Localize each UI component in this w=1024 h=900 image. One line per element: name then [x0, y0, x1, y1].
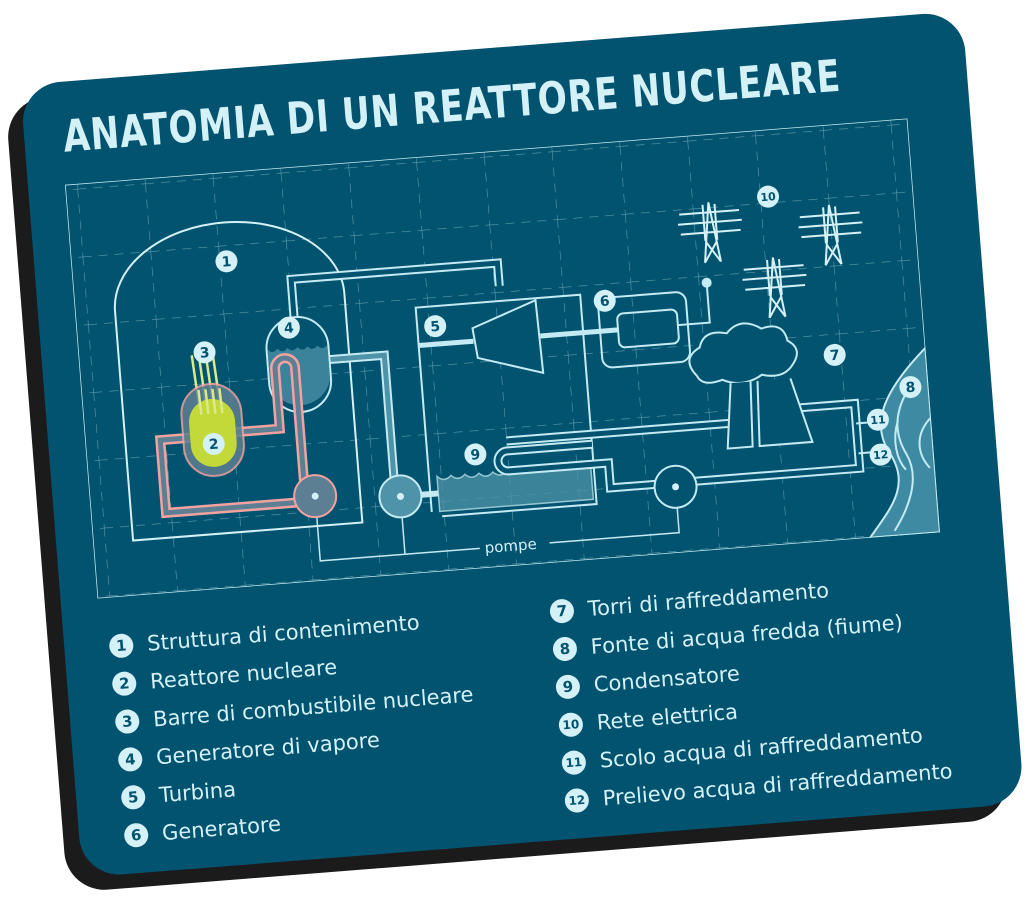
infographic-card-wrapper: ANATOMIA DI UN REATTORE NUCLEARE	[5, 10, 1024, 893]
marker-5: 5	[424, 315, 447, 338]
svg-text:2: 2	[208, 437, 219, 454]
svg-text:9: 9	[470, 447, 481, 464]
legend-label: Turbina	[158, 777, 237, 808]
legend-number: 4	[117, 746, 144, 773]
legend-label: Generatore	[161, 811, 282, 846]
pumps-label: pompe	[484, 535, 537, 557]
generator	[597, 277, 712, 369]
marker-10: 10	[757, 185, 780, 208]
legend-number: 5	[120, 784, 147, 811]
svg-text:5: 5	[430, 319, 441, 336]
marker-6: 6	[593, 289, 616, 312]
turbine	[418, 298, 619, 375]
legend-number: 10	[557, 711, 584, 738]
legend-number: 9	[555, 673, 581, 700]
marker-1: 1	[215, 250, 238, 273]
svg-text:6: 6	[599, 293, 610, 310]
legend-number: 7	[549, 598, 575, 625]
nuclear-reactor	[180, 382, 245, 477]
legend-number: 12	[563, 787, 590, 814]
svg-text:11: 11	[870, 413, 886, 427]
legend-number: 6	[123, 822, 150, 849]
primary-pump	[293, 474, 338, 519]
steam-line	[286, 258, 504, 318]
cooling-pump	[653, 464, 698, 509]
svg-text:1: 1	[221, 254, 232, 271]
legend-number: 1	[108, 632, 135, 659]
cooling-water-loop	[493, 398, 879, 493]
marker-8: 8	[899, 376, 922, 399]
svg-text:8: 8	[905, 380, 916, 397]
containment-structure	[113, 220, 364, 542]
legend-number: 3	[114, 708, 141, 735]
marker-7: 7	[823, 343, 846, 366]
infographic-card: ANATOMIA DI UN REATTORE NUCLEARE	[20, 10, 1024, 878]
svg-text:3: 3	[199, 345, 210, 362]
legend-number: 2	[111, 670, 138, 697]
marker-2: 2	[202, 432, 225, 455]
marker-12: 12	[869, 443, 892, 466]
legend-label: Rete elettrica	[595, 699, 739, 735]
marker-9: 9	[464, 443, 487, 466]
svg-text:12: 12	[873, 448, 889, 462]
marker-11: 11	[866, 408, 889, 431]
legend-label: Condensatore	[592, 661, 741, 697]
marker-4: 4	[277, 316, 300, 339]
primary-coolant-loop	[154, 353, 310, 519]
svg-text:4: 4	[283, 320, 294, 337]
svg-text:7: 7	[829, 348, 840, 365]
feedwater-line	[329, 350, 400, 491]
reactor-diagram: pompe	[64, 118, 940, 599]
legend-number: 8	[552, 636, 578, 662]
turbine-hall	[414, 293, 598, 518]
legend-number: 11	[560, 749, 587, 776]
svg-text:10: 10	[760, 190, 777, 204]
cooling-tower	[688, 322, 814, 450]
condenser-pump	[378, 474, 439, 519]
transmission-towers	[677, 202, 863, 319]
marker-3: 3	[193, 341, 216, 364]
